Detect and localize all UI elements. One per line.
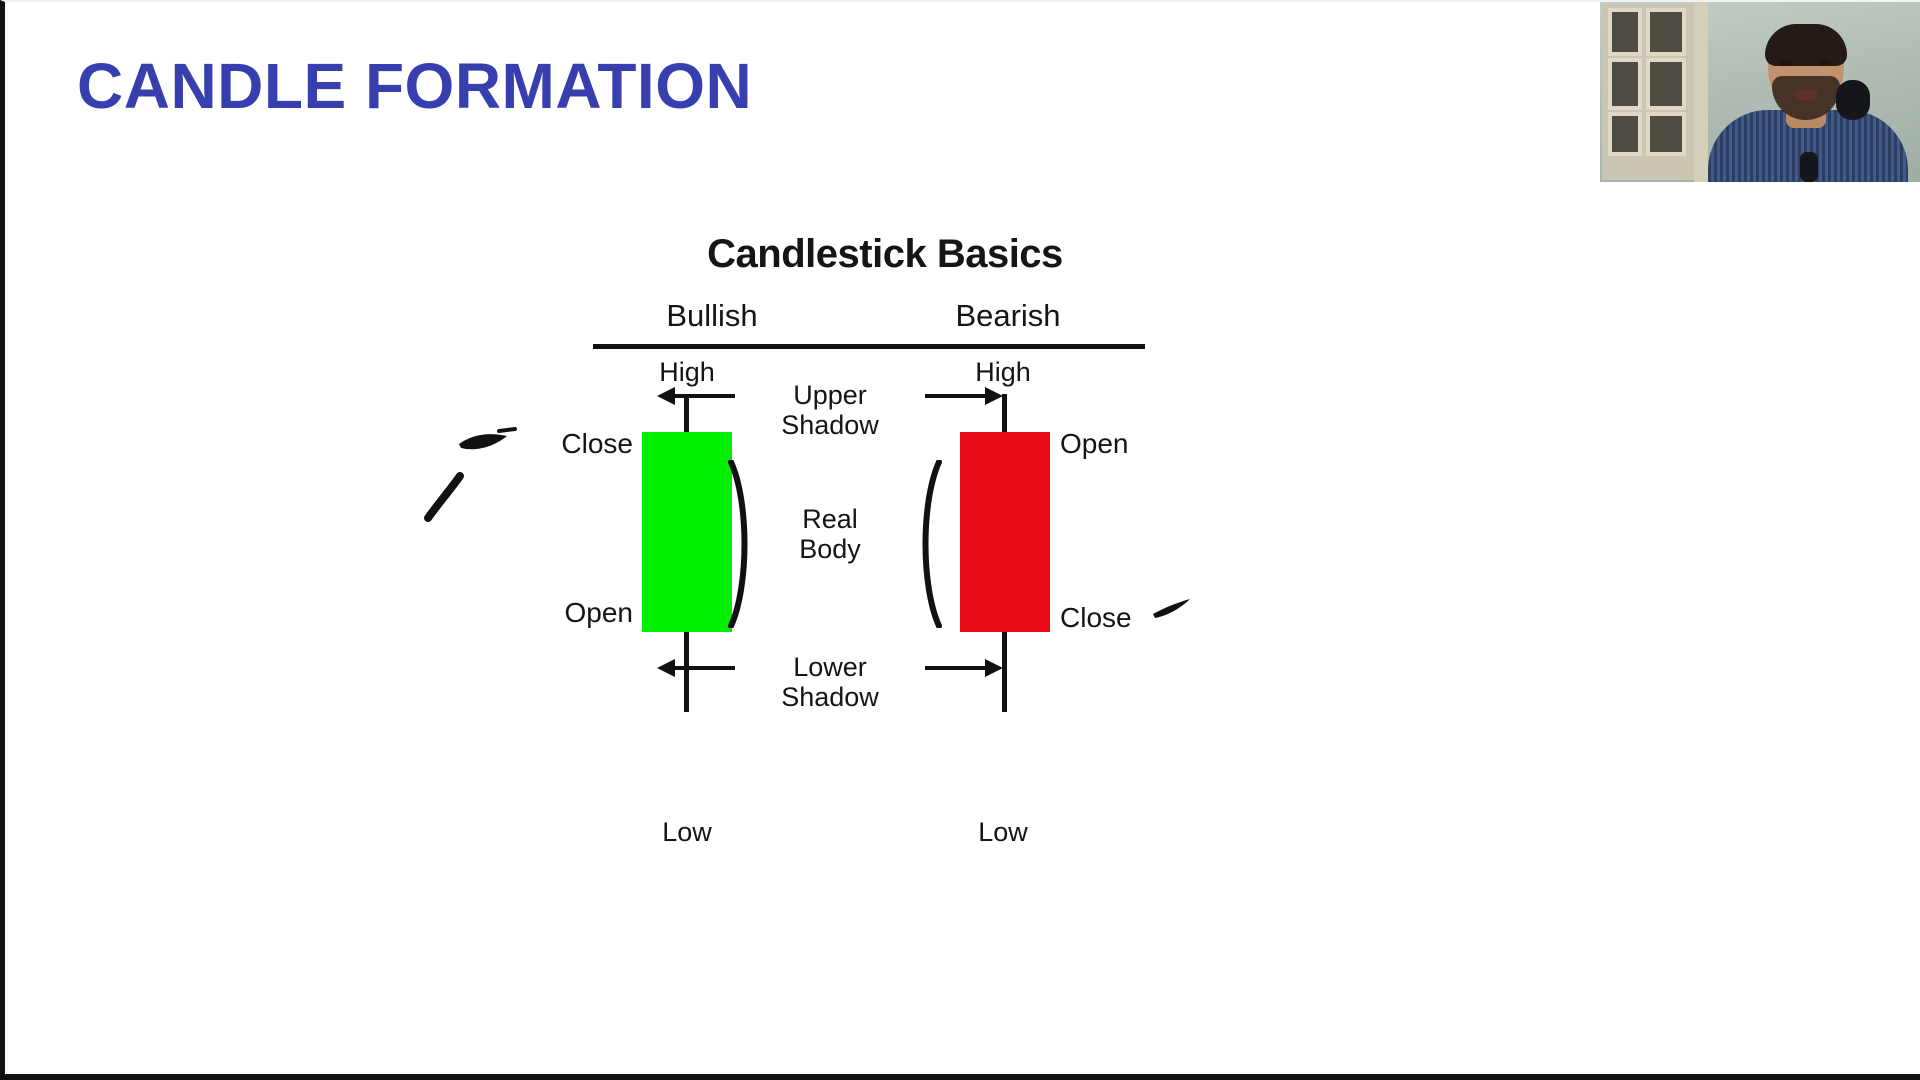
bearish-upper-wick [1002, 394, 1007, 468]
column-header-bullish: Bullish [666, 298, 758, 333]
bearish-low-label: Low [978, 817, 1028, 847]
bullish-real-body [642, 432, 732, 632]
bearish-real-body [960, 432, 1050, 632]
real-body-brace-right [922, 460, 942, 628]
microphone-icon [1836, 80, 1870, 120]
presenter-eye-right [1818, 60, 1831, 66]
microphone-stand [1800, 152, 1818, 182]
real-body-line-2: Body [799, 534, 861, 565]
lower-shadow-arrow-left [657, 659, 735, 677]
bullish-upper-wick [684, 394, 689, 468]
upper-shadow-arrow-right [925, 387, 1003, 405]
window-pane [1646, 112, 1686, 156]
upper-shadow-line-2: Shadow [781, 410, 879, 441]
bearish-high-label: High [975, 357, 1031, 387]
lower-shadow-line-1: Lower [793, 652, 867, 682]
bullish-close-label: Close [561, 428, 633, 459]
pen-stroke-diagonal-left-icon [424, 472, 464, 522]
bullish-open-label: Open [564, 597, 634, 628]
window-frame [1602, 4, 1699, 180]
lower-shadow-line-2: Shadow [781, 682, 879, 713]
window-pane [1646, 8, 1686, 56]
real-body-brace-left [728, 460, 748, 628]
window-pane [1608, 8, 1642, 56]
window-pane [1608, 112, 1642, 156]
column-header-bearish: Bearish [955, 298, 1061, 333]
upper-shadow-callout: Upper Shadow [735, 380, 925, 440]
bearish-open-label: Open [1060, 428, 1129, 459]
bullish-low-label: Low [662, 817, 712, 847]
candlestick-basics-diagram: Candlestick Basics Bullish Bearish High … [424, 232, 1205, 912]
presenter-mouth [1794, 90, 1818, 100]
diagram-title: Candlestick Basics [707, 232, 1063, 276]
presenter-webcam-overlay[interactable] [1600, 2, 1920, 182]
door-frame [1694, 2, 1708, 182]
bearish-close-label: Close [1060, 602, 1132, 633]
bearish-lower-wick [1002, 632, 1007, 712]
header-divider [593, 344, 1145, 349]
pen-stroke-near-bearish-close-icon [1153, 599, 1190, 618]
bullish-lower-wick [684, 632, 689, 712]
real-body-callout: Real Body [755, 504, 905, 564]
presenter-hair [1765, 24, 1847, 66]
upper-shadow-line-1: Upper [793, 380, 867, 410]
window-pane [1646, 58, 1686, 110]
lower-shadow-arrow-right [925, 659, 1003, 677]
presenter-eye-left [1779, 60, 1792, 66]
real-body-line-1: Real [802, 504, 858, 534]
window-pane [1608, 58, 1642, 110]
page-title: CANDLE FORMATION [77, 50, 753, 122]
bullish-high-label: High [659, 357, 715, 387]
lower-shadow-callout: Lower Shadow [735, 652, 925, 712]
upper-shadow-arrow-left [657, 387, 735, 405]
